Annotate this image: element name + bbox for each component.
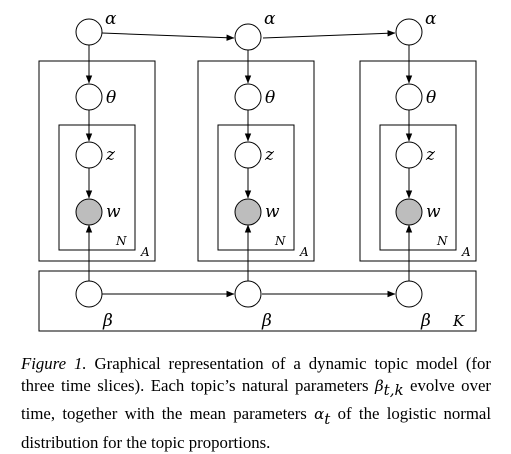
plate-label-K: K: [452, 312, 465, 330]
plate-label-N-3: N: [436, 234, 448, 248]
label-theta-3: θ: [426, 88, 436, 108]
plate-label-N-2: N: [274, 234, 286, 248]
node-z-1: [75, 141, 103, 169]
plate-topics: [38, 270, 477, 332]
label-beta-1: β: [102, 311, 113, 331]
plate-words-slice-1: [58, 124, 136, 251]
plate-words-slice-3: [379, 124, 457, 251]
label-w-2: w: [265, 202, 280, 222]
plate-time-slice-2: [197, 60, 315, 262]
label-alpha-3: α: [425, 9, 437, 29]
plate-time-slice-1: [38, 60, 156, 262]
caption-text-1: Graphical representation of a dynamic to…: [21, 354, 491, 395]
node-w-3: [395, 198, 423, 226]
node-alpha-2: [234, 23, 262, 51]
caption-beta-symbol: β: [375, 376, 384, 395]
label-w-3: w: [426, 202, 441, 222]
node-theta-2: [234, 83, 262, 111]
plate-time-slice-3: [359, 60, 477, 262]
node-alpha-3: [395, 18, 423, 46]
caption-text-3: of the logistic normal distribution for …: [21, 404, 491, 453]
plate-label-A-2: A: [299, 245, 309, 259]
caption-alpha-subscript: t: [324, 409, 331, 428]
node-alpha-1: [75, 18, 103, 46]
plate-label-A-3: A: [461, 245, 471, 259]
node-z-2: [234, 141, 262, 169]
label-alpha-1: α: [105, 9, 117, 29]
edge-alpha2-alpha3: [262, 30, 396, 39]
dynamic-topic-model-diagram: α α α θ θ θ z z z w w w β β β N A N A N …: [38, 9, 477, 332]
plate-words-slice-2: [217, 124, 295, 251]
label-theta-1: θ: [106, 88, 116, 108]
edge-alpha1-alpha2: [101, 32, 235, 41]
node-w-2: [234, 198, 262, 226]
caption-label: Figure 1.: [21, 354, 87, 373]
plate-label-A-1: A: [140, 245, 150, 259]
node-theta-1: [75, 83, 103, 111]
node-beta-2: [234, 280, 262, 308]
node-w-1: [75, 198, 103, 226]
caption-alpha-symbol: α: [314, 405, 325, 424]
label-z-3: z: [425, 145, 436, 165]
node-theta-3: [395, 83, 423, 111]
node-z-3: [395, 141, 423, 169]
plate-label-N-1: N: [115, 234, 127, 248]
caption-text-2: evolve over time, together with the mean…: [21, 375, 491, 424]
label-z-1: z: [105, 145, 116, 165]
label-theta-2: θ: [265, 88, 275, 108]
node-beta-3: [395, 280, 423, 308]
node-beta-1: [75, 280, 103, 308]
label-alpha-2: α: [264, 9, 276, 29]
label-z-2: z: [264, 145, 275, 165]
label-beta-2: β: [261, 311, 272, 331]
label-w-1: w: [106, 202, 121, 222]
figure-caption: Figure 1. Graphical representation of a …: [21, 353, 491, 454]
caption-beta-subscript: t,k: [383, 380, 404, 399]
label-beta-3: β: [420, 311, 431, 331]
